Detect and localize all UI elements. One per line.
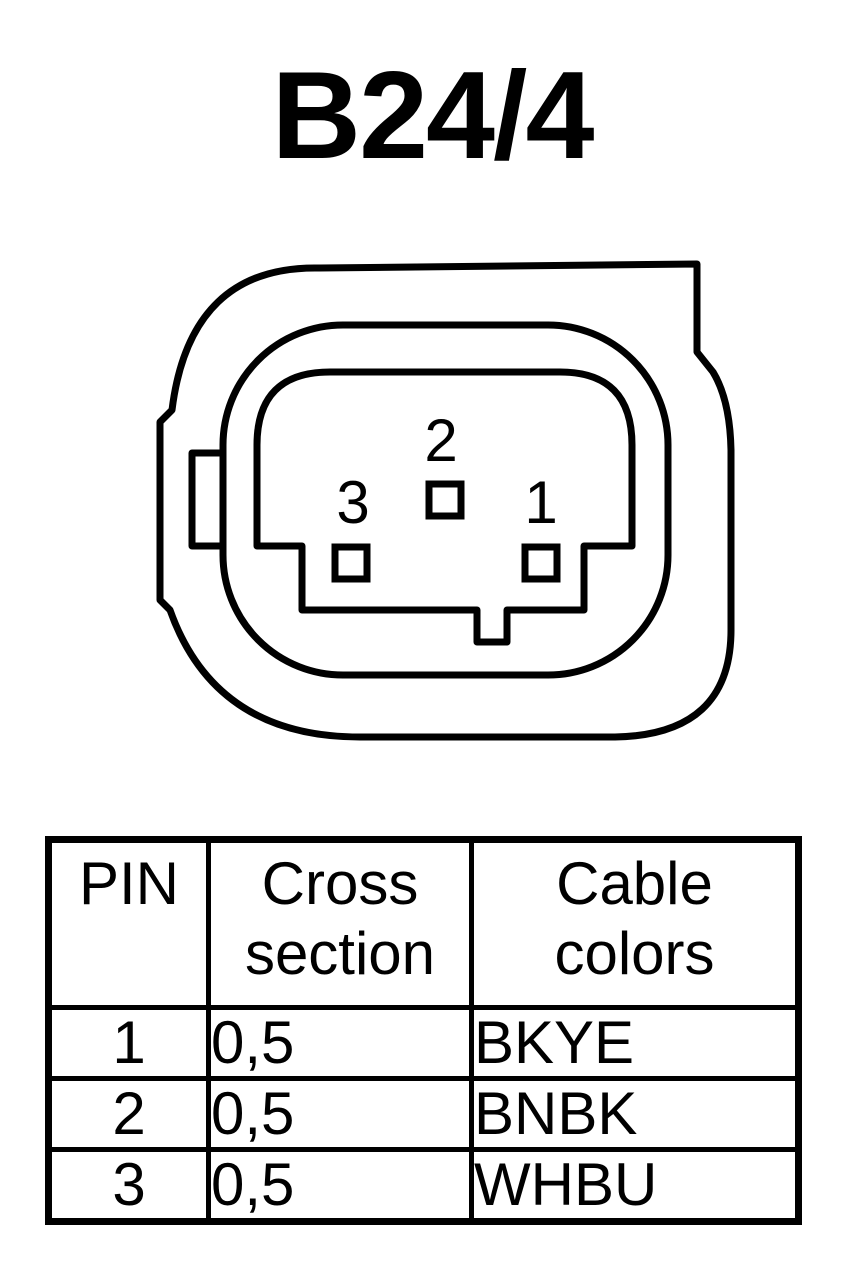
cell-pin: 3 <box>46 1147 211 1224</box>
header-cable-colors: Cable colors <box>469 837 801 1010</box>
pin-3-contact <box>331 543 371 583</box>
table-row: 2 0,5 BNBK <box>46 1076 801 1152</box>
table-header-row: PIN Cross section Cable colors <box>46 837 801 1010</box>
connector-diagram: 2 3 1 <box>156 260 735 741</box>
connector-seal-ring <box>219 321 672 679</box>
cell-cross-section: 0,5 <box>206 1005 474 1081</box>
connector-housing-outline <box>156 260 735 741</box>
cell-cable-color: BNBK <box>469 1076 801 1152</box>
cell-pin: 2 <box>46 1076 211 1152</box>
connector-pin-cavity <box>253 368 636 646</box>
pin-3-label: 3 <box>336 469 369 536</box>
table-row: 1 0,5 BKYE <box>46 1005 801 1081</box>
cell-cable-color: BKYE <box>469 1005 801 1081</box>
table-row: 3 0,5 WHBU <box>46 1147 801 1224</box>
pin-2-label: 2 <box>424 407 457 474</box>
header-pin: PIN <box>46 837 211 1010</box>
cell-pin: 1 <box>46 1005 211 1081</box>
pin-1-label: 1 <box>524 469 557 536</box>
pin-assignment-table: PIN Cross section Cable colors 1 0,5 BKY… <box>45 836 802 1225</box>
pin-1-contact <box>521 543 561 583</box>
header-cross-section: Cross section <box>206 837 474 1010</box>
cell-cross-section: 0,5 <box>206 1147 474 1224</box>
connector-title: B24/4 <box>271 47 595 185</box>
pin-2-contact <box>425 480 465 520</box>
connector-latch-tab <box>188 449 224 550</box>
cell-cable-color: WHBU <box>469 1147 801 1224</box>
cell-cross-section: 0,5 <box>206 1076 474 1152</box>
